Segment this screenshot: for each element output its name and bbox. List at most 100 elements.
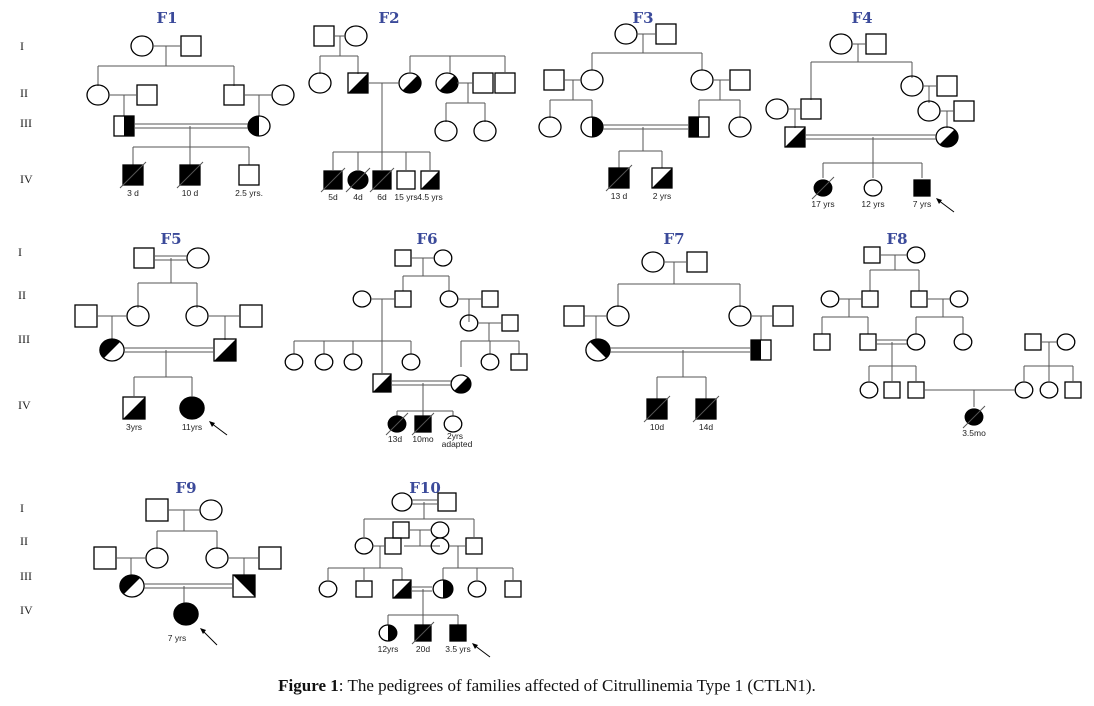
family-label: F5 (160, 230, 181, 248)
female-symbol (641, 251, 665, 273)
female-symbol (906, 333, 926, 351)
male-symbol (355, 580, 373, 598)
square-outline (800, 98, 822, 120)
female-symbol (247, 115, 271, 137)
male-symbol (543, 69, 565, 91)
generation-label-ii: II (20, 86, 28, 100)
male-symbol: 6d (369, 167, 395, 202)
female-symbol (439, 290, 459, 308)
deceased-slash (369, 167, 395, 193)
circle-outline (378, 624, 398, 642)
family-label: F9 (175, 479, 196, 497)
circle-outline (185, 305, 209, 327)
male-symbol (861, 290, 879, 308)
square-outline (910, 290, 928, 308)
generation-label-ii: II (20, 534, 28, 548)
deceased-slash (176, 161, 204, 189)
male-symbol: 5d (320, 167, 346, 202)
square-outline (608, 167, 630, 189)
circle-outline (401, 353, 421, 371)
age-label: 12yrs (378, 644, 399, 654)
square-outline (861, 290, 879, 308)
circle-outline (430, 537, 450, 555)
female-symbol (585, 338, 611, 362)
deceased-slash (411, 412, 435, 436)
male-symbol (145, 498, 169, 522)
symbol-fill (123, 397, 145, 419)
circle-outline (433, 249, 453, 267)
carrier-fill (585, 339, 611, 361)
carrier-fill (652, 168, 672, 188)
square-outline (396, 170, 416, 190)
female-symbol (1039, 381, 1059, 399)
symbol-fill (443, 580, 453, 598)
generation-label-iii: III (18, 332, 30, 346)
square-outline (494, 72, 516, 94)
caption-prefix: Figure 1 (278, 676, 339, 695)
circle-outline (387, 415, 407, 433)
male-symbol (772, 305, 794, 327)
male-symbol (784, 126, 806, 148)
male-symbol: 15 yrs (394, 170, 418, 202)
square-outline (772, 305, 794, 327)
circle-outline (354, 537, 374, 555)
male-symbol (313, 25, 335, 47)
square-outline (213, 338, 237, 362)
proband-arrowhead (936, 198, 942, 204)
male-symbol: 10 d (176, 161, 204, 198)
circle-outline (352, 290, 372, 308)
male-symbol (863, 246, 881, 264)
female-symbol (473, 120, 497, 142)
female-symbol (186, 247, 210, 269)
square-outline (501, 314, 519, 332)
square-outline (865, 33, 887, 55)
symbol-fill (399, 73, 421, 93)
square-outline (113, 115, 135, 137)
circle-outline (690, 69, 714, 91)
male-symbol (258, 546, 282, 570)
square-outline (394, 290, 412, 308)
male-symbol (372, 373, 392, 393)
carrier-fill (214, 339, 236, 361)
male-symbol (74, 304, 98, 328)
generation-label-i: I (20, 39, 24, 53)
male-symbol (384, 537, 402, 555)
circle-outline (391, 492, 413, 512)
circle-outline (906, 333, 926, 351)
age-label: 7 yrs (168, 633, 186, 643)
carrier-fill (124, 116, 134, 136)
carrier-fill (436, 73, 458, 93)
male-symbol (953, 100, 975, 122)
family-label: F7 (663, 230, 684, 248)
female-symbol (433, 249, 453, 267)
female-symbol (430, 537, 450, 555)
deceased-slash (962, 405, 986, 429)
female-symbol (917, 100, 941, 122)
female-symbol (318, 580, 338, 598)
male-symbol (907, 381, 925, 399)
carrier-fill (785, 127, 805, 147)
square-outline (1024, 333, 1042, 351)
square-outline (313, 25, 335, 47)
female-symbol (130, 35, 154, 57)
square-outline (323, 170, 343, 190)
male-symbol (655, 23, 677, 45)
circle-outline (186, 247, 210, 269)
circle-outline (126, 305, 150, 327)
male-symbol (347, 72, 369, 94)
carrier-fill (233, 575, 255, 597)
square-outline (414, 415, 432, 433)
square-outline (223, 84, 245, 106)
male-symbol: 3 d (119, 161, 147, 198)
female-symbol (829, 33, 853, 55)
circle-outline (580, 69, 604, 91)
circle-outline (99, 338, 125, 362)
deceased-slash (811, 176, 835, 200)
age-label: 10d (650, 422, 664, 432)
male-symbol (392, 579, 412, 599)
symbol-fill (689, 117, 699, 137)
male-symbol (563, 305, 585, 327)
